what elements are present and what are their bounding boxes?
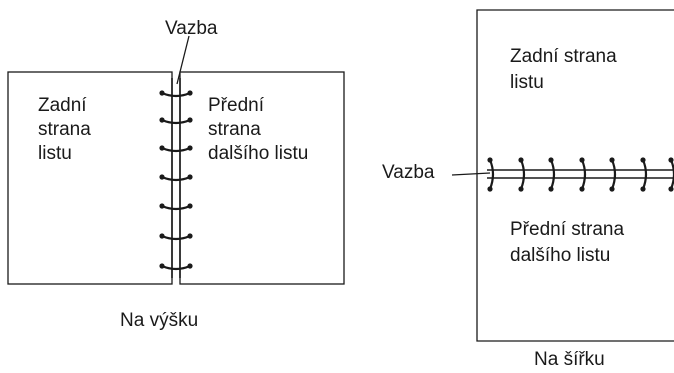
landscape-sheet-outline [476,9,674,342]
portrait-ring-5 [161,204,191,211]
landscape-ring-hole-top [487,157,493,163]
portrait-figure [7,35,345,285]
portrait-ring-3 [161,146,191,153]
landscape-ring-hole-top [579,157,585,163]
landscape-binding-leader [451,172,491,176]
landscape-ring-hole-top [518,157,524,163]
portrait-ring-hole-right [187,233,193,239]
portrait-ring-hole-left [159,117,165,123]
portrait-ring-hole-left [159,203,165,209]
portrait-ring-hole-right [187,117,193,123]
landscape-ring-1 [488,159,495,190]
portrait-binding-label: Vazba [165,18,218,39]
portrait-ring-hole-left [159,233,165,239]
portrait-back-page-line-3: listu [38,143,72,164]
landscape-ring-hole-bottom [668,186,674,192]
landscape-back-page-line-1: Zadní strana [510,46,617,67]
portrait-ring-4 [161,175,191,182]
landscape-ring-hole-bottom [518,186,524,192]
landscape-front-page-line-2: dalšího listu [510,245,611,266]
landscape-figure [451,9,674,342]
landscape-ring-hole-bottom [640,186,646,192]
portrait-caption: Na výšku [120,310,199,331]
landscape-binding-rings [487,157,674,192]
landscape-ring-hole-top [548,157,554,163]
landscape-ring-hole-top [640,157,646,163]
portrait-ring-6 [161,234,191,241]
landscape-ring-6 [641,159,648,190]
landscape-ring-hole-bottom [487,186,493,192]
portrait-ring-hole-left [159,263,165,269]
portrait-back-sheet [7,71,173,285]
portrait-ring-hole-left [159,90,165,96]
landscape-ring-hole-bottom [548,186,554,192]
portrait-binding-rings [159,90,193,271]
portrait-ring-hole-right [187,90,193,96]
landscape-ring-2 [519,159,526,190]
landscape-ring-4 [580,159,587,190]
landscape-ring-hole-top [668,157,674,163]
landscape-caption: Na šířku [534,349,605,370]
portrait-ring-hole-right [187,145,193,151]
landscape-ring-hole-bottom [579,186,585,192]
portrait-ring-hole-left [159,145,165,151]
landscape-back-page-line-2: listu [510,72,544,93]
landscape-ring-hole-top [609,157,615,163]
portrait-ring-hole-right [187,174,193,180]
portrait-ring-2 [161,118,191,125]
portrait-ring-hole-left [159,174,165,180]
portrait-ring-7 [161,264,191,271]
portrait-back-page-line-2: strana [38,119,91,140]
portrait-binding-leader [176,35,190,85]
landscape-front-page-line-1: Přední strana [510,219,625,240]
landscape-ring-3 [549,159,556,190]
portrait-ring-hole-right [187,203,193,209]
portrait-ring-hole-right [187,263,193,269]
portrait-front-page-line-3: dalšího listu [208,143,309,164]
portrait-front-page-line-2: strana [208,119,261,140]
landscape-binding-label: Vazba [382,162,435,183]
portrait-front-page-line-1: Přední [208,95,264,116]
landscape-ring-hole-bottom [609,186,615,192]
portrait-ring-1 [161,91,191,98]
portrait-back-page-line-1: Zadní [38,95,87,116]
landscape-ring-5 [610,159,617,190]
